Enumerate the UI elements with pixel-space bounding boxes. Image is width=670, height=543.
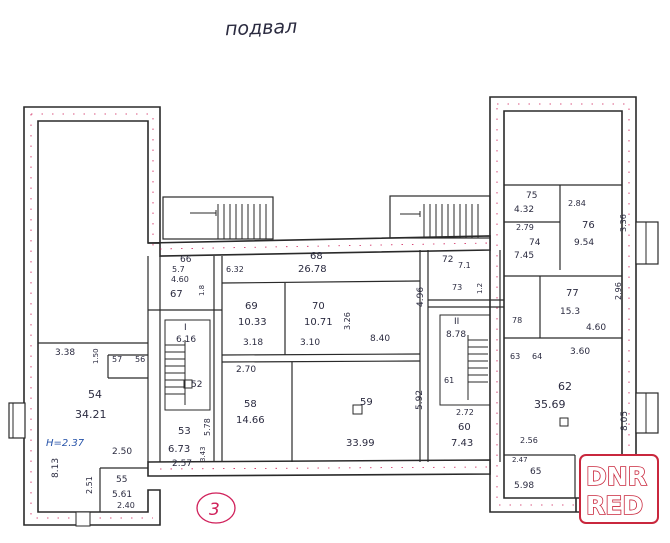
svg-text:DNR: DNR bbox=[586, 462, 647, 491]
room-number: 64 bbox=[532, 352, 542, 361]
stair-right-inner bbox=[439, 314, 491, 406]
room-area: 34.21 bbox=[75, 408, 107, 421]
dimension: 8.13 bbox=[51, 458, 61, 478]
room-area: 7.43 bbox=[451, 438, 473, 449]
dimension: 8.40 bbox=[370, 334, 390, 344]
dimension: 3.36 bbox=[619, 214, 628, 232]
room-number: 58 bbox=[244, 399, 257, 410]
room-number: 72 bbox=[442, 255, 453, 265]
room-area: 15.3 bbox=[560, 307, 580, 317]
room-number: 69 bbox=[245, 301, 258, 312]
interior-walls bbox=[38, 184, 622, 512]
dimension: 2.47 bbox=[512, 456, 528, 464]
dimension: 3.38 bbox=[55, 348, 75, 358]
room-area: 7.45 bbox=[514, 251, 534, 261]
svg-text:RED: RED bbox=[586, 491, 643, 520]
dimension: 2.84 bbox=[568, 199, 586, 208]
room-number: 75 bbox=[526, 191, 537, 201]
room-area: 7.1 bbox=[458, 261, 471, 270]
dimension: 2.40 bbox=[117, 501, 135, 510]
dimension: 5.78 bbox=[203, 418, 212, 436]
room-number: I bbox=[184, 323, 187, 333]
dimension: 4.60 bbox=[171, 275, 189, 284]
room-area: 9.54 bbox=[574, 238, 594, 248]
room-number: 52 bbox=[191, 380, 202, 390]
room-number: 53 bbox=[178, 426, 191, 437]
room-number: 57 bbox=[112, 355, 122, 364]
dimension: 3.26 bbox=[343, 312, 352, 330]
sheet-number: 3 bbox=[196, 492, 236, 524]
room-area: 1.8 bbox=[198, 285, 206, 296]
stair-left-top bbox=[162, 196, 274, 240]
room-number: 61 bbox=[444, 376, 454, 385]
room-number: 55 bbox=[116, 475, 127, 485]
room-area: 14.66 bbox=[236, 415, 265, 426]
dimension: 2.70 bbox=[236, 365, 256, 375]
room-area: 5.98 bbox=[514, 481, 534, 491]
room-area: 4.32 bbox=[514, 205, 534, 215]
room-number: 62 bbox=[558, 380, 572, 393]
height-note: H=2.37 bbox=[46, 438, 85, 449]
room-area: 10.71 bbox=[304, 317, 333, 328]
room-number: 66 bbox=[180, 255, 192, 265]
room-number: 68 bbox=[310, 251, 323, 262]
room-area: 26.78 bbox=[298, 264, 327, 275]
dimension: 2.96 bbox=[614, 282, 623, 300]
room-number: 70 bbox=[312, 301, 325, 312]
room-number: 76 bbox=[582, 220, 595, 231]
room-number: 65 bbox=[530, 467, 541, 477]
room-area: 6.16 bbox=[176, 335, 196, 345]
room-areas: 34.21 5.61 6.73 2.57 6.16 5.7 1.8 26.78 … bbox=[75, 205, 594, 500]
dimension: 1.50 bbox=[92, 348, 100, 364]
side-openings bbox=[8, 221, 659, 527]
room-number: 73 bbox=[452, 283, 462, 292]
room-number: 59 bbox=[360, 397, 373, 408]
room-area: 35.69 bbox=[534, 398, 566, 411]
room-area: 2.57 bbox=[172, 459, 192, 469]
exterior-walls bbox=[23, 96, 637, 526]
dimension: 2.79 bbox=[516, 223, 534, 232]
dimension: 3.18 bbox=[243, 338, 263, 348]
room-number: 54 bbox=[88, 388, 102, 401]
room-number: 56 bbox=[135, 355, 145, 364]
dimension: 2.56 bbox=[520, 436, 538, 445]
stair-right-top bbox=[389, 195, 491, 239]
dimension: 6.32 bbox=[226, 265, 244, 274]
dimension: 8.05 bbox=[620, 411, 630, 431]
room-number: 60 bbox=[458, 422, 471, 433]
room-area: 10.33 bbox=[238, 317, 267, 328]
room-number: 77 bbox=[566, 288, 579, 299]
plan-title: подвал bbox=[225, 16, 298, 41]
room-area: 5.7 bbox=[172, 265, 185, 274]
dimension: 3.60 bbox=[570, 347, 590, 357]
room-number: 67 bbox=[170, 289, 183, 300]
dimension-labels: 3.38 1.50 8.13 2.51 2.50 2.40 4.60 3.43 … bbox=[51, 199, 630, 510]
room-area: 6.73 bbox=[168, 444, 190, 455]
room-area: 8.78 bbox=[446, 330, 466, 340]
room-number: II bbox=[454, 317, 459, 327]
room-number: 74 bbox=[529, 238, 541, 248]
room-number: 63 bbox=[510, 352, 520, 361]
dimension: 4.96 bbox=[416, 287, 426, 307]
wall-hatching bbox=[30, 103, 630, 519]
dimension: 2.51 bbox=[85, 476, 94, 494]
room-area: 1.2 bbox=[476, 283, 484, 294]
dimension: 2.72 bbox=[456, 408, 474, 417]
shaft-markers bbox=[183, 379, 569, 427]
room-number: 78 bbox=[512, 316, 522, 325]
sheet-number-label: 3 bbox=[209, 500, 220, 520]
stair-left-inner bbox=[164, 319, 211, 411]
dimension: 3.10 bbox=[300, 338, 320, 348]
room-numbers: 54 55 53 52 I 56 57 66 67 68 69 70 58 59… bbox=[88, 191, 595, 485]
dimension: 5.92 bbox=[415, 390, 425, 410]
watermark-logo: DNR RED bbox=[579, 454, 659, 524]
dimension: 2.50 bbox=[112, 447, 132, 457]
room-area: 33.99 bbox=[346, 438, 375, 449]
dimension: 3.43 bbox=[199, 446, 207, 462]
room-area: 5.61 bbox=[112, 490, 132, 500]
dimension: 4.60 bbox=[586, 323, 606, 333]
